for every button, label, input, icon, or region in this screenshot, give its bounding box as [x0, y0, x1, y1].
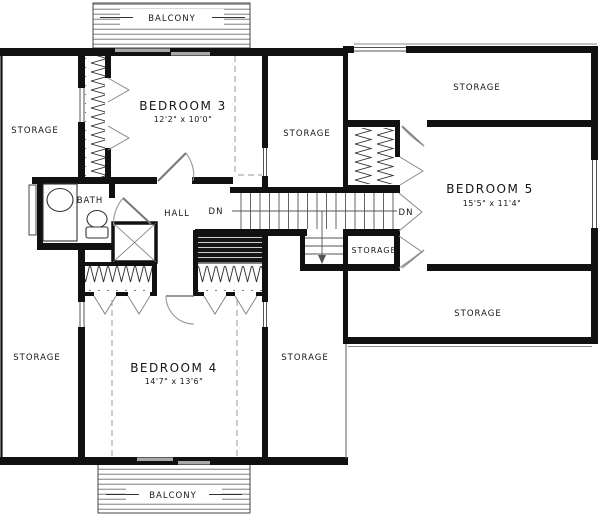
sliding-doors: [115, 48, 210, 465]
bathtub-symbol: [42, 183, 78, 242]
hall-label: HALL: [164, 209, 190, 219]
staircase: [232, 193, 397, 264]
bedroom4-name: BEDROOM 4: [130, 361, 218, 375]
shower-symbol: [111, 221, 158, 264]
storage-label-right-top: STORAGE: [453, 83, 500, 93]
toilet-symbol: [85, 209, 109, 239]
bedroom4-dims: 14'7" x 13'6": [145, 377, 204, 386]
storage-label-under-stairs: STORAGE: [351, 246, 396, 255]
windows: [28, 47, 597, 327]
bedroom5-name: BEDROOM 5: [446, 182, 534, 196]
balcony-bottom-label: BALCONY: [149, 491, 197, 501]
closet-rod-bedroom5: [350, 128, 395, 184]
doors: [93, 77, 425, 325]
bedroom3-dims: 12'2" x 10'0": [154, 115, 213, 124]
closet-rod-bedroom4-left: [80, 266, 152, 291]
balcony-top-label: BALCONY: [148, 14, 196, 24]
storage-label-left-top: STORAGE: [11, 126, 58, 136]
balcony-top: [92, 2, 251, 49]
storage-label-right-bottom: STORAGE: [454, 309, 501, 319]
closet-rod-bedroom3: [85, 53, 105, 177]
storage-label-left-bottom: STORAGE: [13, 353, 60, 363]
stairs-down-label-right: DN: [399, 208, 414, 218]
balcony-bottom: [97, 463, 251, 514]
stairs-down-label-left: DN: [209, 207, 224, 217]
closet-rod-bedroom4-right: [198, 266, 262, 291]
storage-label-mid-bottom: STORAGE: [281, 353, 328, 363]
ceiling-break-lines: [111, 56, 262, 457]
bedroom5-dims: 15'5" x 11'4": [463, 199, 522, 208]
storage-label-mid-top: STORAGE: [283, 129, 330, 139]
bath-label: BATH: [77, 196, 104, 206]
bedroom3-name: BEDROOM 3: [139, 99, 227, 113]
stair-down-arrow: [318, 255, 326, 264]
